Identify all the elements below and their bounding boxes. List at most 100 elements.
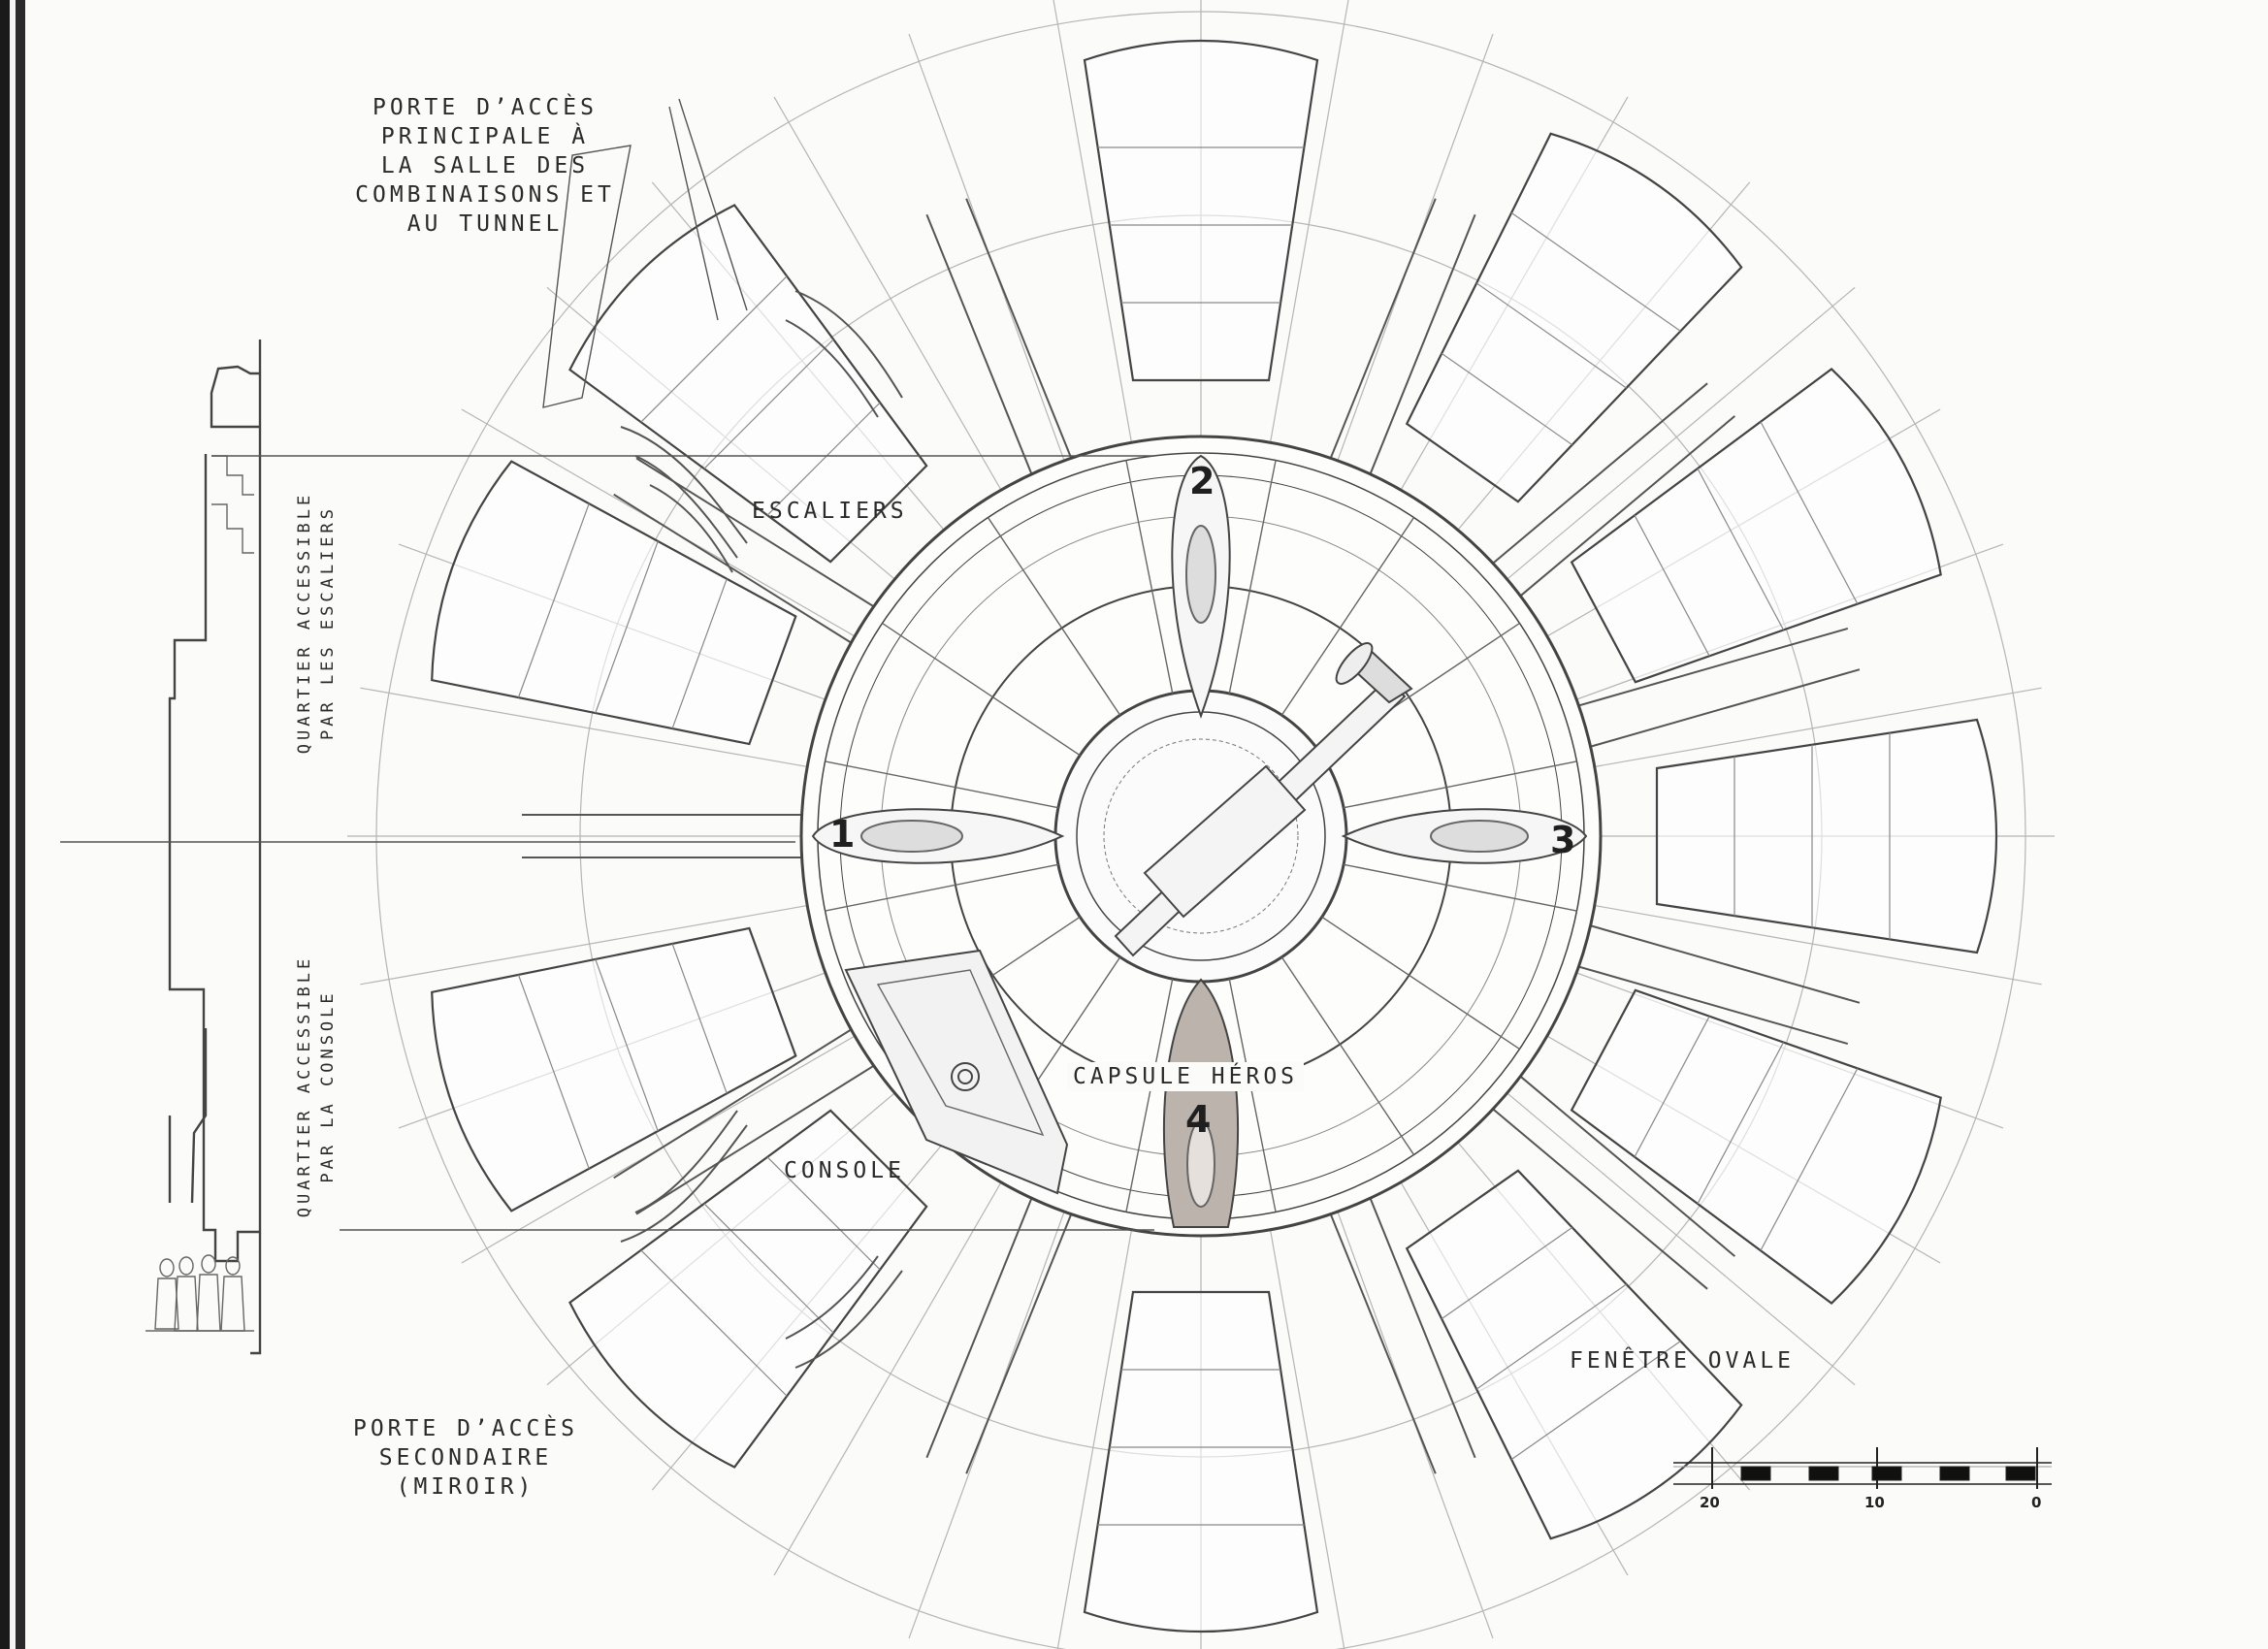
arm-rail <box>635 1064 876 1215</box>
chamber-rib <box>517 503 590 698</box>
arm-rail <box>1588 668 1861 749</box>
section-leader-lines <box>60 455 1154 1231</box>
arm-rail <box>1576 965 1849 1046</box>
arm-rail <box>1329 1212 1437 1474</box>
chamber-outline <box>1570 988 1942 1305</box>
hero-capsule-label: CAPSULE HÉROS <box>1067 1062 1305 1091</box>
chamber-outline <box>1083 1290 1319 1633</box>
chamber-rib <box>1760 421 1859 604</box>
chamber-rib <box>671 943 728 1094</box>
hub-spoke <box>882 622 1081 757</box>
stairs-structure-lower <box>620 1110 903 1369</box>
hub-spoke <box>1228 978 1277 1212</box>
outer-guide-circle <box>375 11 2026 1649</box>
human-figures <box>146 1254 254 1332</box>
hub-spoke <box>1125 978 1174 1212</box>
arm-rail <box>925 213 1033 476</box>
quarter-console-label: QUARTIER ACCESSIBLE PAR LA CONSOLE <box>295 954 338 1218</box>
pod-number-1: 1 <box>829 813 856 856</box>
chamber-rib <box>640 275 788 423</box>
hub-spoke <box>1228 460 1277 695</box>
hero-cannon-assembly <box>1114 642 1413 957</box>
arm-rail <box>1588 923 1861 1004</box>
console-panel <box>844 949 1069 1195</box>
stairs-label: ESCALIERS <box>752 499 908 524</box>
scale-tick-10: 10 <box>1864 1494 1885 1511</box>
hub-spoke <box>1343 760 1577 809</box>
pod-2-capsule <box>1171 454 1231 719</box>
hub-spoke <box>1125 460 1174 695</box>
quarter-stairs-label: QUARTIER ACCESSIBLE PAR LES ESCALIERS <box>295 491 338 755</box>
chamber-rib <box>1634 515 1710 657</box>
chamber-rib <box>595 540 659 714</box>
pod-number-2: 2 <box>1189 460 1215 502</box>
pod-number-3: 3 <box>1550 819 1576 861</box>
chamber-outline <box>568 204 928 564</box>
chamber-rib <box>1510 211 1681 332</box>
scale-tick-0: 0 <box>2031 1494 2042 1511</box>
arm-rail <box>965 1212 1073 1474</box>
chamber-rib <box>1697 468 1785 630</box>
chamber-rib <box>703 339 834 469</box>
chamber-outline <box>1570 368 1942 684</box>
pod-3-capsule <box>1341 808 1588 864</box>
section-elevation <box>168 340 262 1355</box>
chamber-rib <box>766 402 881 516</box>
chamber-rib <box>1697 1042 1785 1205</box>
hub-spoke <box>1343 863 1577 912</box>
chamber-outline <box>431 460 797 746</box>
chamber-rib <box>1760 1068 1859 1251</box>
arm-rail <box>1518 415 1736 598</box>
arm-rail <box>1329 198 1437 460</box>
chamber-rib <box>640 1249 788 1397</box>
arm-rail <box>925 1196 1033 1459</box>
scale-bar <box>1673 1447 2052 1489</box>
chamber-rib <box>1475 282 1627 389</box>
secondary-door-label: PORTE D’ACCÈS SECONDAIRE (MIROIR) <box>352 1416 578 1500</box>
scale-tick-20: 20 <box>1700 1494 1720 1511</box>
chamber-rib <box>517 974 590 1169</box>
pod-number-4: 4 <box>1185 1098 1212 1141</box>
arm-rail <box>1369 213 1476 476</box>
arm-rail <box>1491 382 1708 566</box>
pod-4-hero-capsule <box>1162 978 1240 1228</box>
chamber-rib <box>1441 352 1573 446</box>
chamber-rib <box>1475 1283 1627 1390</box>
chamber-outline <box>568 1109 928 1469</box>
chamber-rib <box>1510 1341 1681 1461</box>
hub-spoke <box>1280 517 1415 716</box>
chamber-rib <box>671 578 728 729</box>
main-door-label: PORTE D’ACCÈS PRINCIPALE À LA SALLE DES … <box>355 95 615 237</box>
chamber-outline <box>1083 39 1319 382</box>
arm-rail <box>1518 1074 1736 1257</box>
hub-spoke <box>1321 916 1520 1051</box>
chamber-outline <box>431 926 797 1212</box>
oval-window-label: FENÊTRE OVALE <box>1570 1348 1796 1374</box>
chamber-rib <box>1634 1016 1710 1157</box>
section-steps <box>211 455 254 554</box>
hub-spoke <box>825 863 1059 912</box>
hub-spoke <box>1280 956 1415 1155</box>
arm-rail <box>1369 1196 1476 1459</box>
book-spine <box>0 0 35 1649</box>
chamber-outline <box>1405 132 1743 503</box>
arm-rail <box>1491 1107 1708 1290</box>
chamber-outline <box>1655 718 1998 954</box>
chamber-rib <box>595 958 659 1132</box>
stairs-structure-upper <box>620 290 903 573</box>
pod-1-capsule <box>811 808 1065 864</box>
hub-spoke <box>987 517 1121 716</box>
arm-rail <box>1576 627 1849 707</box>
hub-spoke <box>825 760 1059 809</box>
chamber-outline <box>1405 1169 1743 1540</box>
arm-rail <box>965 198 1073 460</box>
arm-rail <box>613 1027 854 1180</box>
chamber-rib <box>766 1156 881 1271</box>
outer-chambers <box>431 39 1998 1633</box>
console-label: CONSOLE <box>784 1158 905 1183</box>
arm-rail <box>613 493 854 645</box>
chamber-rib <box>1441 1226 1573 1320</box>
door-lines-main <box>542 98 748 408</box>
chamber-rib <box>703 1203 834 1334</box>
